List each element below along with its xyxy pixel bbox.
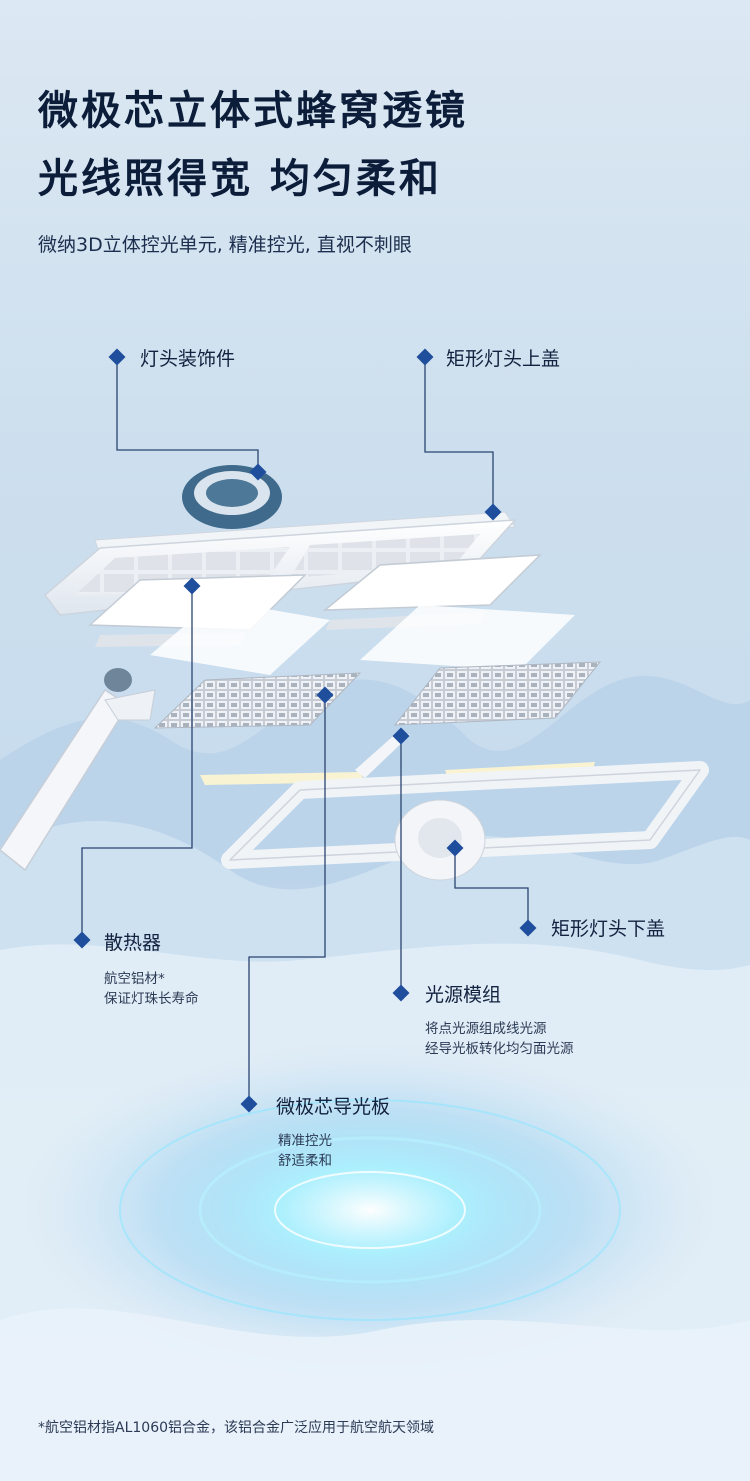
honeycomb-lens-parts: [153, 661, 602, 729]
callout-light-module-label: 光源模组: [425, 984, 502, 1006]
callout-light-guide-label: 微极芯导光板: [276, 1096, 391, 1118]
callout-light-guide-desc-2: 舒适柔和: [278, 1153, 332, 1169]
callout-lines: [81, 357, 529, 1104]
callout-light-module-desc-2: 经导光板转化均匀面光源: [425, 1041, 574, 1057]
decor-ring: [182, 465, 282, 529]
callout-decor-label: 灯头装饰件: [140, 348, 236, 370]
callout-top-cover-label: 矩形灯头上盖: [446, 348, 561, 370]
callout-heatsink-desc-2: 保证灯珠长寿命: [104, 991, 199, 1007]
bottom-cover-part: [221, 761, 709, 881]
callout-heatsink-label: 散热器: [104, 932, 162, 954]
callout-bottom-cover-label: 矩形灯头下盖: [551, 918, 666, 940]
diffuser-film: [150, 600, 330, 675]
page-subtitle: 微纳3D立体控光单元, 精准控光, 直视不刺眼: [38, 234, 412, 256]
page-title-line2: 光线照得宽 均匀柔和: [38, 156, 442, 202]
footnote: *航空铝材指AL1060铝合金，该铝合金广泛应用于航空航天领域: [38, 1420, 435, 1436]
callout-light-module-desc-1: 将点光源组成线光源: [425, 1021, 547, 1037]
callout-heatsink-desc-1: 航空铝材*: [104, 971, 165, 987]
page-title-line1: 微极芯立体式蜂窝透镜: [38, 88, 468, 134]
callout-light-guide-desc-1: 精准控光: [278, 1133, 332, 1149]
glow-ripple: [10, 1040, 730, 1380]
